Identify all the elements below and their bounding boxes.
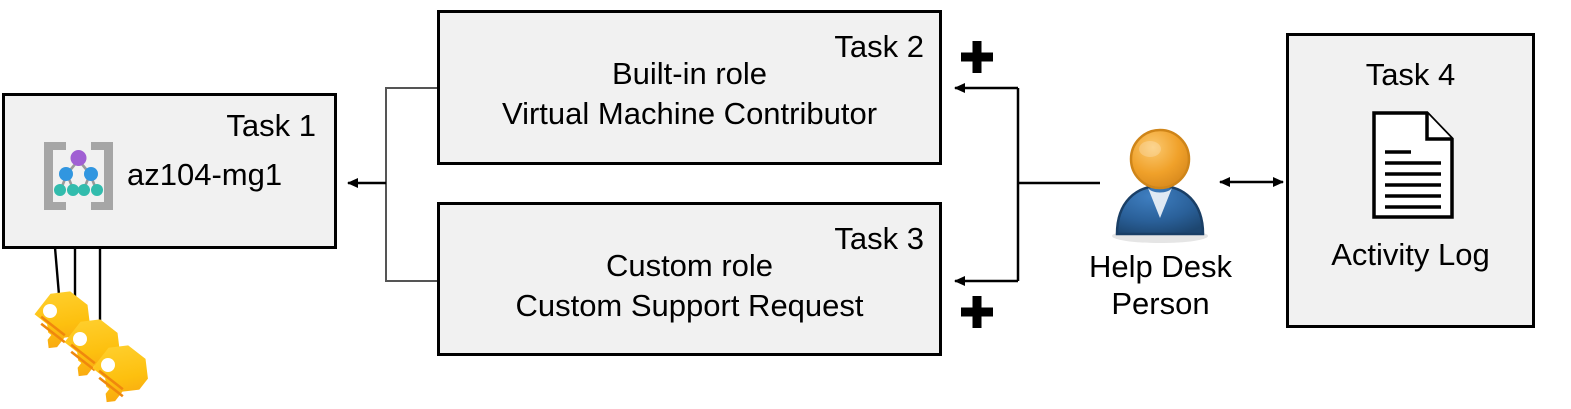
keys-icon: [14, 280, 149, 409]
task4-label: Task 4: [1365, 57, 1456, 92]
key-icon: [92, 345, 148, 403]
task2-line2: Virtual Machine Contributor: [501, 96, 878, 131]
management-group-icon: [36, 136, 121, 216]
task3-label: Task 3: [834, 221, 924, 256]
task2-line1: Built-in role: [611, 56, 768, 91]
person-label-line2: Person: [1111, 286, 1210, 321]
document-icon: [1371, 110, 1455, 220]
plus-bottom-icon: [958, 293, 996, 336]
task4-box[interactable]: Task 4 Activity Log: [1286, 33, 1535, 328]
task3-line2: Custom Support Request: [515, 288, 864, 323]
task2-box[interactable]: Task 2 Built-in role Virtual Machine Con…: [437, 10, 942, 165]
task2-label: Task 2: [834, 29, 924, 64]
task1-body-text: az104-mg1: [127, 157, 283, 192]
task3-box[interactable]: Task 3 Custom role Custom Support Reques…: [437, 202, 942, 356]
task4-body-text: Activity Log: [1331, 237, 1490, 272]
task1-box[interactable]: Task 1: [2, 93, 337, 249]
help-desk-person[interactable]: [1095, 118, 1225, 248]
connector-roles-to-mg: [347, 87, 437, 282]
plus-top-icon: [958, 38, 996, 81]
person-icon: [1112, 128, 1208, 243]
person-label-line1: Help Desk: [1089, 249, 1232, 284]
task3-line1: Custom role: [605, 248, 774, 283]
task1-label: Task 1: [226, 108, 316, 143]
